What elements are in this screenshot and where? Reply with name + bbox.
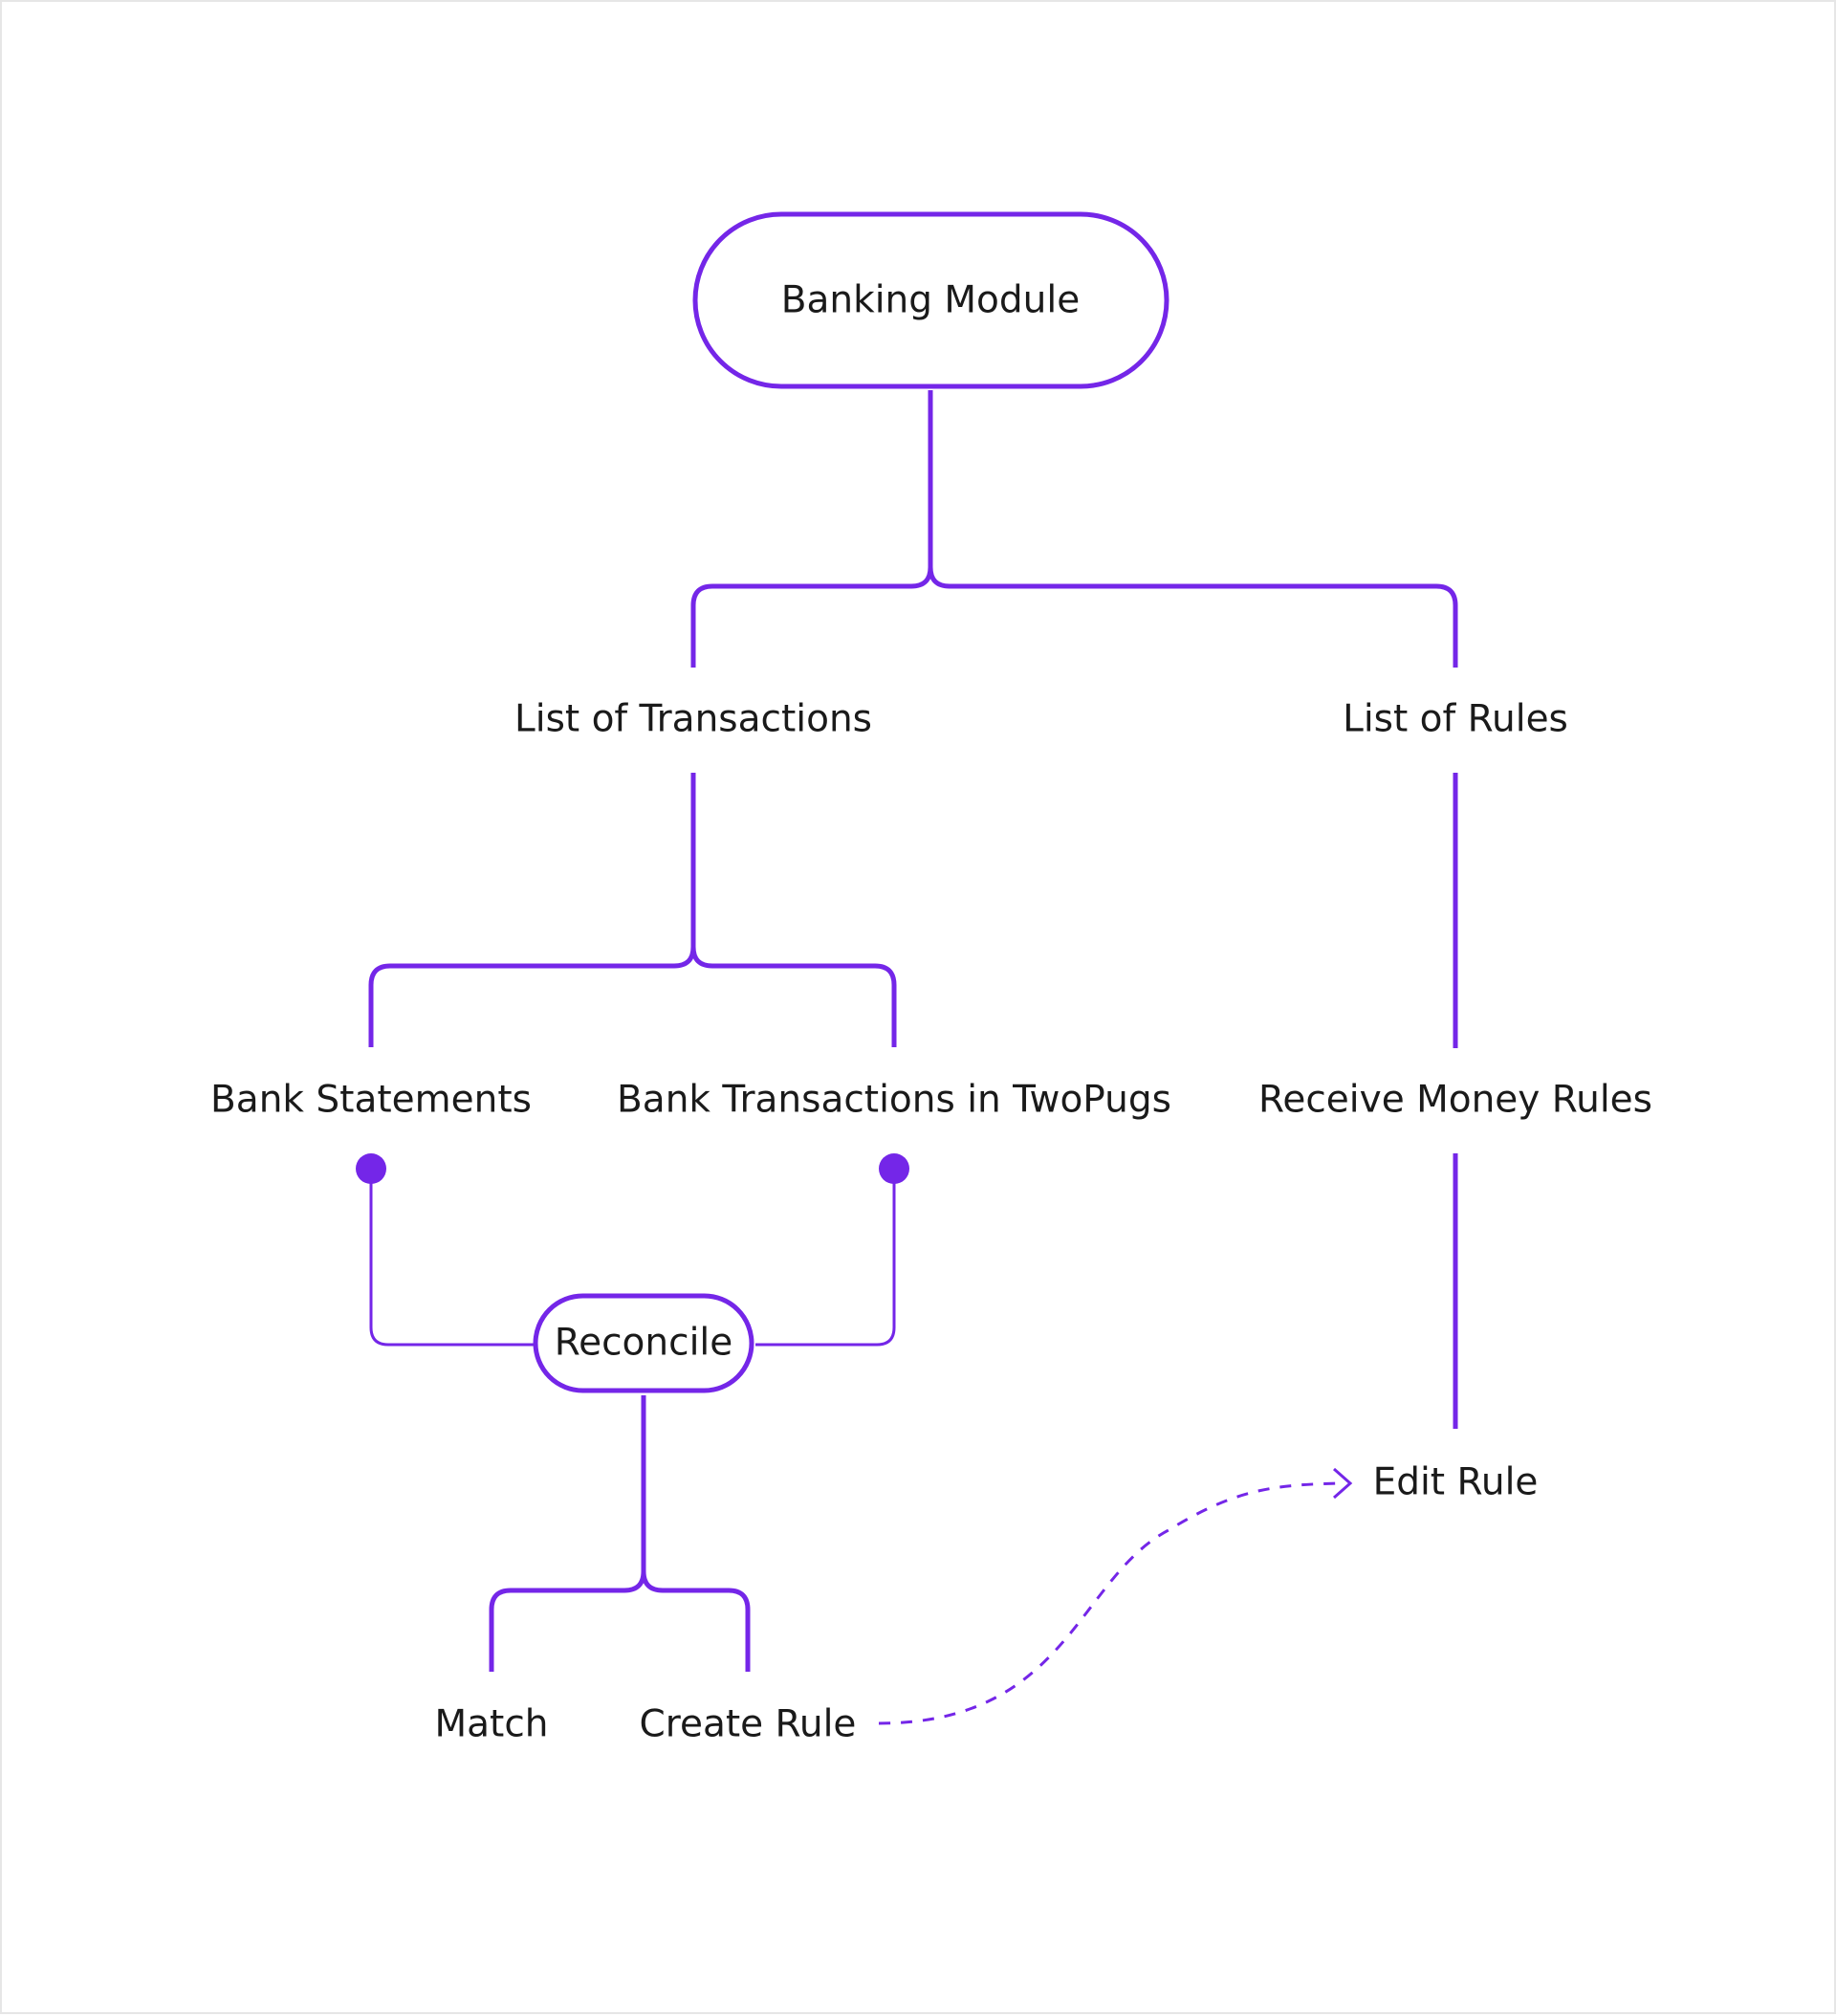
reconcile-label: Reconcile bbox=[555, 1322, 732, 1365]
connector-transactions-to-reconcile bbox=[755, 1170, 896, 1347]
banking-module-node[interactable] bbox=[692, 211, 1169, 389]
bank-transactions-label[interactable]: Bank Transactions in TwoPugs bbox=[617, 1079, 1171, 1122]
connector-statements-to-reconcile bbox=[369, 1170, 534, 1347]
bracket-list-of-transactions bbox=[368, 944, 897, 1047]
list-of-rules-label[interactable]: List of Rules bbox=[1343, 698, 1568, 741]
junction-dot-bank-statements bbox=[356, 1153, 386, 1184]
bank-statements-label[interactable]: Bank Statements bbox=[210, 1079, 532, 1122]
edit-rule-label[interactable]: Edit Rule bbox=[1373, 1461, 1539, 1504]
bracket-reconcile bbox=[489, 1568, 751, 1672]
dashed-link-create-rule-to-edit-rule bbox=[878, 1481, 1346, 1725]
banking-module-label: Banking Module bbox=[781, 279, 1080, 322]
arrowhead-icon bbox=[1333, 1467, 1353, 1500]
junction-dot-bank-transactions bbox=[879, 1153, 909, 1184]
match-label[interactable]: Match bbox=[435, 1703, 549, 1746]
reconcile-node[interactable] bbox=[533, 1293, 754, 1393]
receive-money-rules-label[interactable]: Receive Money Rules bbox=[1258, 1079, 1652, 1122]
create-rule-label[interactable]: Create Rule bbox=[640, 1703, 857, 1746]
bracket-banking-module bbox=[690, 564, 1458, 668]
list-of-transactions-label[interactable]: List of Transactions bbox=[514, 698, 872, 741]
